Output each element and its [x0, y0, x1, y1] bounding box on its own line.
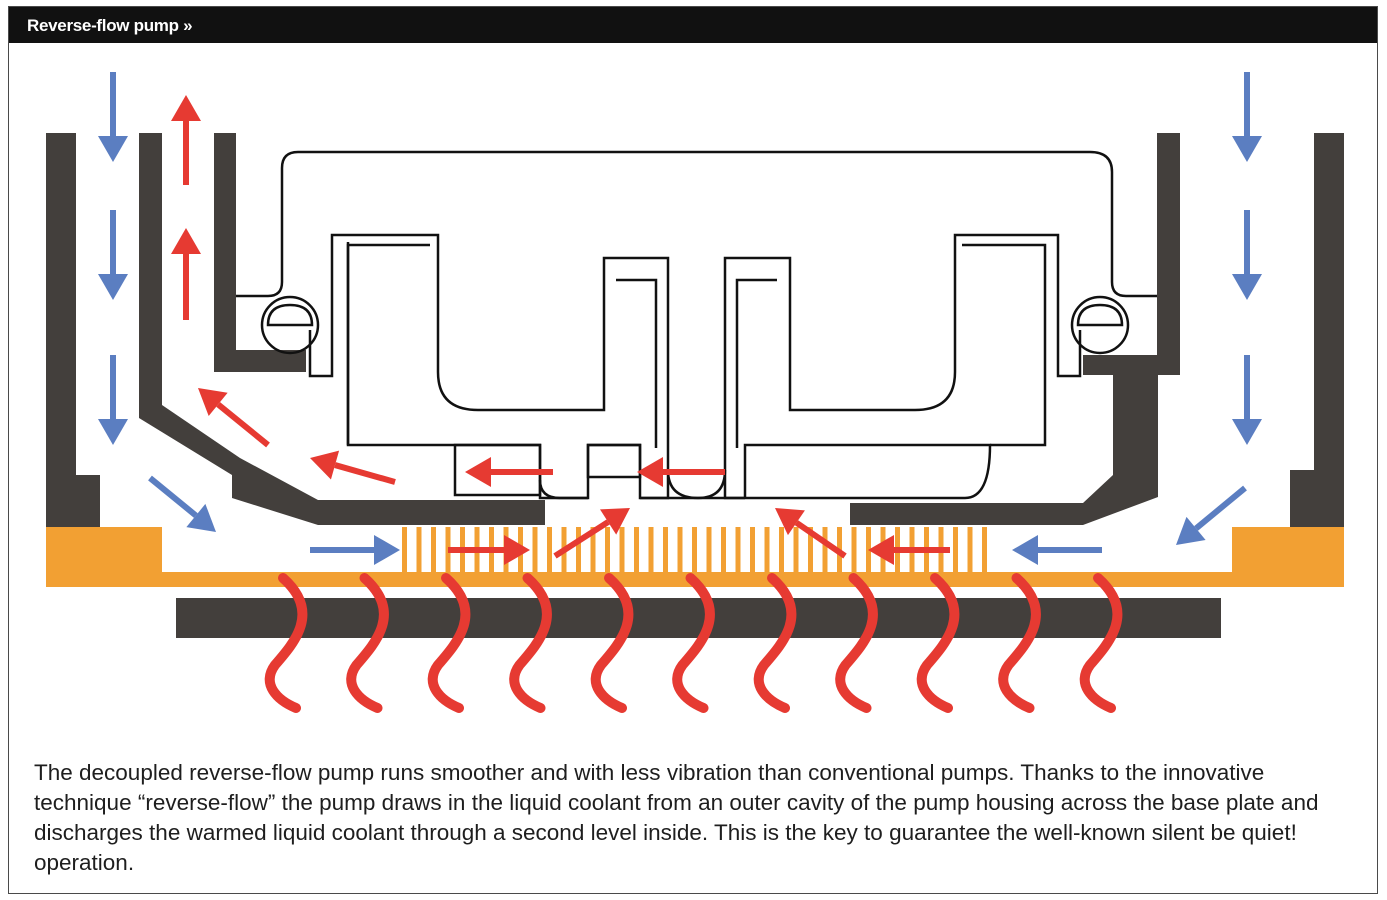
- outer-wall-right-foot: [1290, 470, 1314, 528]
- bearing-left: [260, 295, 320, 355]
- casing-bracket-left: [214, 133, 306, 372]
- header-bar: Reverse-flow pump »: [9, 7, 1377, 43]
- heat-waves: [264, 573, 1123, 713]
- down-arrow-icon: [1232, 210, 1262, 300]
- cooling-fin: [764, 527, 770, 573]
- cooling-fin: [402, 527, 407, 573]
- heat-wave-icon: [590, 573, 634, 713]
- cooling-fin: [605, 527, 610, 573]
- inner-wall-right: [850, 133, 1180, 525]
- cooling-fin: [851, 527, 857, 573]
- down-arrow-icon: [98, 355, 128, 445]
- caption-text: The decoupled reverse-flow pump runs smo…: [34, 760, 1319, 875]
- cooling-fin: [532, 527, 538, 573]
- cooling-fin: [619, 527, 625, 573]
- pump-rotor-outline: [236, 150, 1157, 500]
- heat-wave-icon: [346, 573, 389, 713]
- cooling-fin: [735, 527, 741, 573]
- heat-wave-icon: [672, 573, 715, 713]
- up-arrow-icon: [171, 228, 201, 320]
- cooling-fin: [590, 527, 596, 573]
- heat-wave-icon: [998, 573, 1041, 713]
- cooling-fin: [808, 527, 813, 573]
- base-plate-body: [46, 527, 1344, 587]
- left-arrow-icon: [1176, 485, 1247, 545]
- cooling-fin: [634, 527, 639, 573]
- right-arrow-icon: [310, 535, 400, 565]
- outer-wall-left-foot: [76, 475, 100, 528]
- cooling-fin: [692, 527, 697, 573]
- bearing-right: [1070, 295, 1130, 355]
- header-title: Reverse-flow pump »: [27, 16, 193, 35]
- up-arrow-icon: [553, 508, 630, 559]
- down-arrow-icon: [98, 72, 128, 162]
- heat-wave-icon: [509, 573, 552, 713]
- impeller-left-slot: [616, 278, 658, 448]
- impeller-right-slot: [735, 278, 777, 448]
- flow-arrows: [98, 72, 1262, 565]
- right-arrow-icon: [148, 475, 216, 532]
- cooling-fin: [648, 527, 654, 573]
- outer-wall-right: [1314, 133, 1344, 528]
- cooling-fin: [431, 527, 436, 573]
- down-arrow-icon: [1232, 355, 1262, 445]
- bearing-right-inner: [1076, 303, 1124, 327]
- up-arrow-icon: [171, 95, 201, 185]
- down-arrow-icon: [98, 210, 128, 300]
- heat-wave-icon: [916, 573, 960, 713]
- left-arrow-icon: [1012, 535, 1102, 565]
- left-arrow-icon: [465, 457, 553, 487]
- cooling-fin: [822, 527, 828, 573]
- cooling-fin: [779, 527, 784, 573]
- right-arrow-icon: [448, 535, 530, 565]
- heat-wave-icon: [1079, 573, 1123, 713]
- cooling-fin: [576, 527, 581, 573]
- heat-source-plate: [176, 598, 1221, 638]
- cooling-fin: [677, 527, 683, 573]
- up-arrow-icon: [775, 508, 847, 559]
- impeller-center-chamber: [586, 443, 642, 479]
- left-arrow-icon: [868, 535, 950, 565]
- left-arrow-icon: [310, 450, 396, 485]
- cooling-fin: [982, 527, 987, 573]
- impeller-right-edge: [962, 243, 1047, 447]
- cooling-fin: [750, 527, 755, 573]
- outer-wall-left: [46, 133, 76, 528]
- heat-wave-icon: [753, 573, 797, 713]
- impeller-left-curve: [538, 479, 588, 500]
- cooling-fin: [967, 527, 973, 573]
- pump-diagram: [46, 72, 1344, 713]
- cooling-fin: [547, 527, 552, 573]
- pump-housing: [46, 133, 1344, 638]
- motor-housing-outline: [236, 150, 1157, 298]
- cooling-fin: [416, 527, 422, 573]
- heat-wave-icon: [427, 573, 471, 713]
- down-arrow-icon: [1232, 72, 1262, 162]
- cooling-fin: [953, 527, 958, 573]
- bearing-left-inner: [266, 303, 314, 327]
- cooling-fin: [663, 527, 668, 573]
- left-arrow-icon: [637, 457, 725, 487]
- cooling-fin: [793, 527, 799, 573]
- impeller-right: [723, 233, 1082, 500]
- up-arrow-icon: [198, 388, 270, 448]
- cooling-fin: [706, 527, 712, 573]
- cooling-fin: [721, 527, 726, 573]
- heat-wave-icon: [264, 573, 308, 713]
- heat-wave-icon: [835, 573, 878, 713]
